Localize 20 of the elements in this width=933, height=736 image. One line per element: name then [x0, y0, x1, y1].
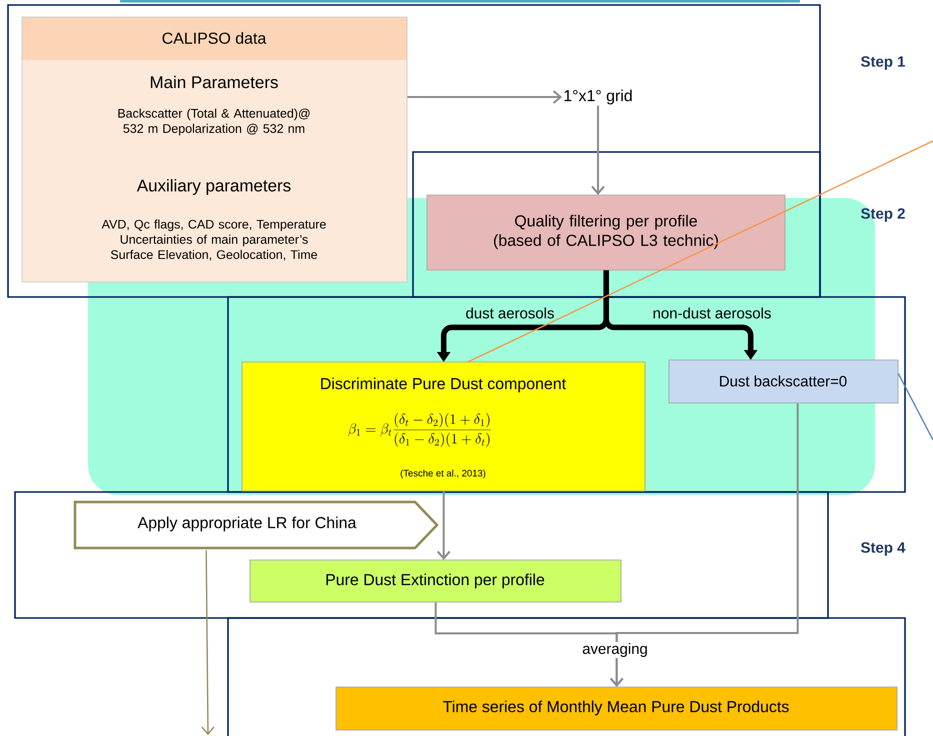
arrow	[407, 90, 562, 104]
step-label: Step 2	[861, 208, 905, 222]
process-box: Pure Dust Extinction per profile	[250, 560, 622, 602]
arrow	[436, 491, 450, 560]
output-box: Time series of Monthly Mean Pure Dust Products	[336, 686, 898, 730]
edge-label: averaging	[581, 642, 649, 658]
data-box: CALIPSO data Main Parameters Backscatter (Total & Attenuated)@ 532 m Depolarization @ 532 nm Auxiliary parameters AVD, Qc flags, CAD score, Temperature Uncertainties of main parameter’s Surface Elevation, Geolocation, Time	[22, 16, 408, 282]
grid-text: 1°x1° grid	[564, 90, 632, 104]
step-label: Step 4	[861, 542, 906, 556]
leader-line	[898, 373, 933, 440]
edge-label: non-dust aerosols	[652, 306, 772, 320]
arrow	[610, 403, 799, 687]
leader-line	[467, 140, 933, 363]
process-box: Dust backscatter=0	[668, 360, 898, 404]
edge-label: dust aerosols	[464, 306, 556, 320]
step-label: Step 1	[861, 56, 905, 70]
arrow	[591, 106, 605, 195]
arrow	[201, 550, 214, 735]
process-box: Quality filtering per profile (based of CALIPSO L3 technic)	[426, 194, 786, 270]
process-box: Discriminate Pure Dust component $\beta_1 = \beta_t \frac{(\delta_t - \delta_2)(1+\delta_1)}{(\delta_1 - \delta_2)(1+\delta_t)}$ (Tesche et al., 2013)	[242, 362, 646, 492]
